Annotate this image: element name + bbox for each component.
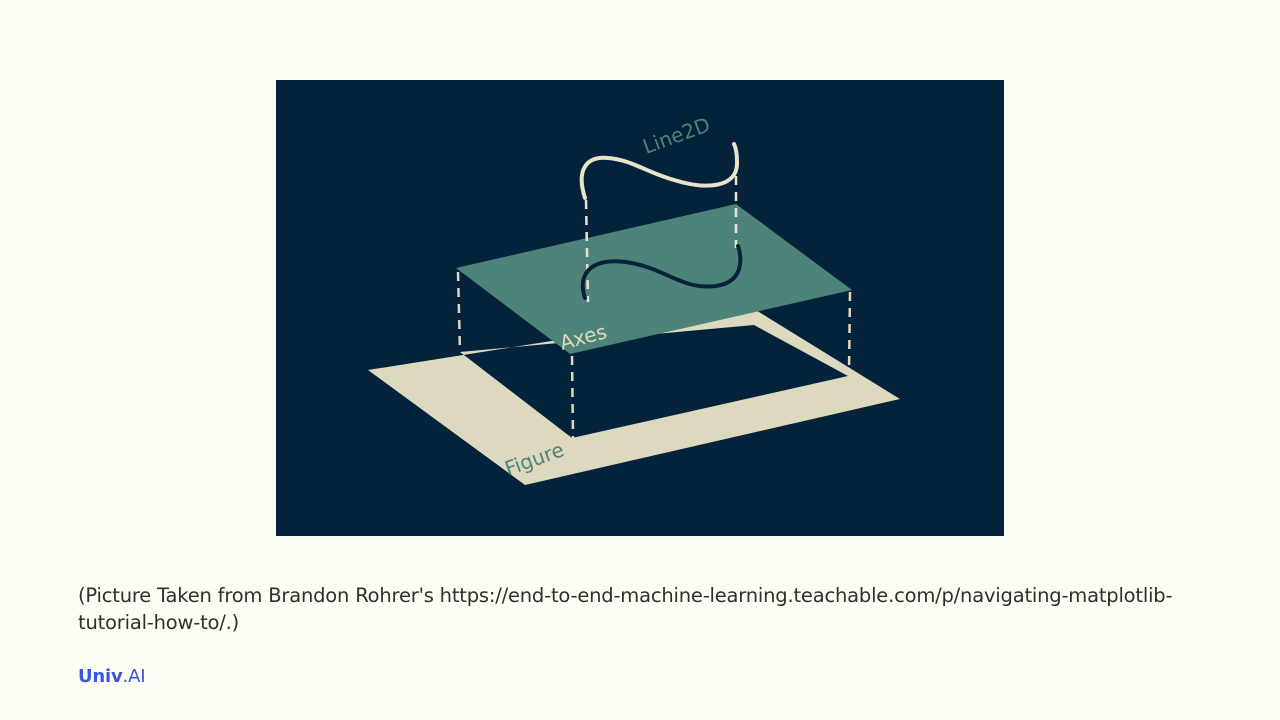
matplotlib-anatomy-illustration: Line2D Axes Figure (276, 80, 1004, 536)
brand-suffix-text: AI (128, 666, 146, 687)
anatomy-diagram: Line2D Axes Figure (276, 80, 1004, 536)
univ-ai-logo: Univ.AI (78, 666, 146, 688)
line-to-axes-connectors (584, 176, 738, 303)
axes-projected-line (580, 244, 743, 300)
figure-frame (368, 309, 900, 485)
brand-dot-text: . (122, 666, 129, 687)
axes-to-figure-connectors (456, 271, 852, 439)
image-credit-caption: (Picture Taken from Brandon Rohrer's htt… (78, 584, 1173, 634)
brand-main-text: Univ (78, 666, 123, 687)
line2d-curve (579, 142, 740, 200)
axes-plane (456, 204, 852, 354)
